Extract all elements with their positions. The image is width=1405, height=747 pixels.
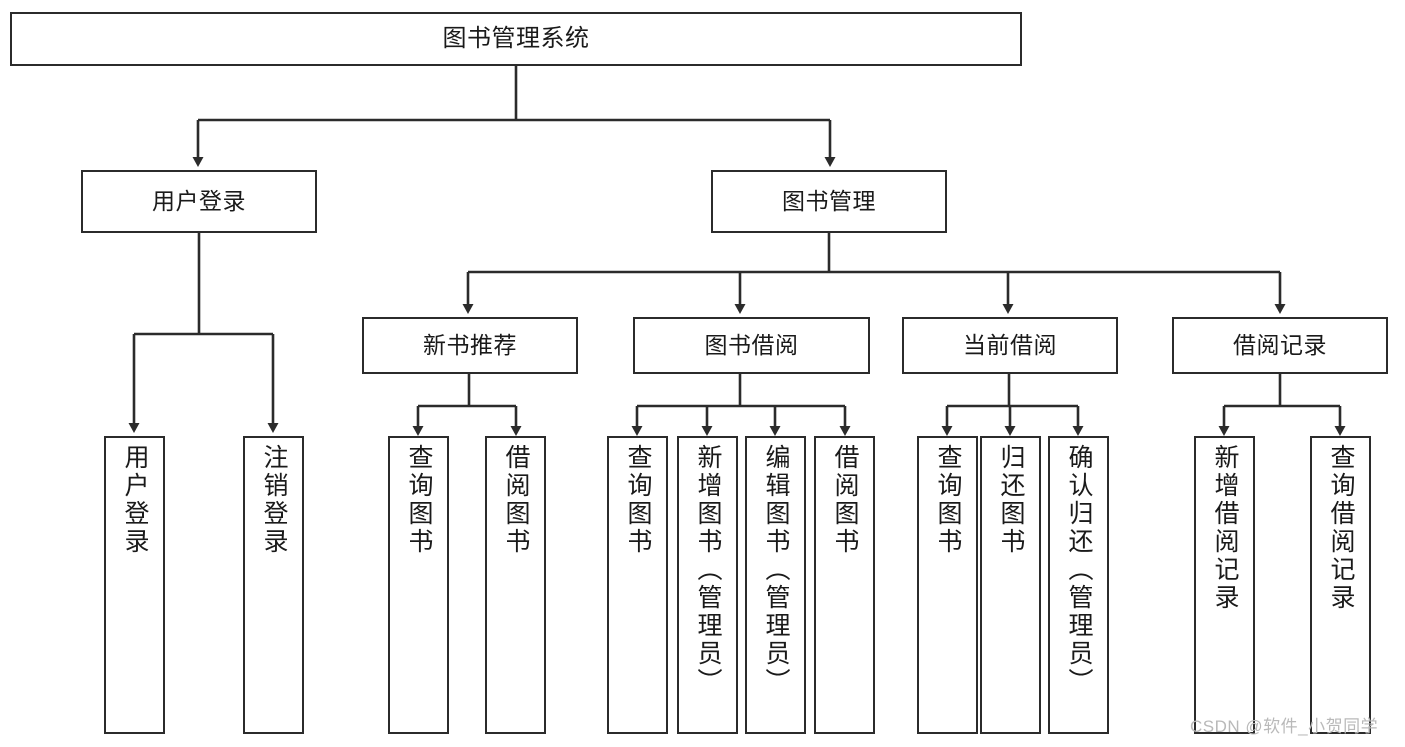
node-book-management[interactable]: 图书管理	[711, 170, 947, 233]
node-book-borrow-label: 图书借阅	[704, 331, 799, 358]
node-leaf-add-borrow-record[interactable]: 新增借阅记录	[1194, 436, 1255, 734]
node-leaf-borrow-book-recommend-label: 借阅图书	[502, 444, 530, 556]
node-root[interactable]: 图书管理系统	[10, 12, 1022, 66]
node-leaf-user-login[interactable]: 用户登录	[104, 436, 165, 734]
node-leaf-borrow-book-label: 借阅图书	[831, 444, 859, 556]
node-leaf-query-book-borrow-label: 查询图书	[624, 444, 652, 556]
node-leaf-query-book-recommend[interactable]: 查询图书	[388, 436, 449, 734]
node-leaf-query-book-current[interactable]: 查询图书	[917, 436, 978, 734]
node-user-login-label: 用户登录	[152, 187, 246, 214]
node-current-borrow[interactable]: 当前借阅	[902, 317, 1118, 374]
node-leaf-query-borrow-record[interactable]: 查询借阅记录	[1310, 436, 1371, 734]
node-leaf-edit-book-admin-label: 编辑图书（管理员）	[762, 444, 790, 696]
node-leaf-logout-label: 注销登录	[260, 444, 288, 556]
node-leaf-return-book[interactable]: 归还图书	[980, 436, 1041, 734]
node-leaf-add-borrow-record-label: 新增借阅记录	[1211, 444, 1239, 612]
node-book-borrow[interactable]: 图书借阅	[633, 317, 870, 374]
node-leaf-add-book-admin[interactable]: 新增图书（管理员）	[677, 436, 738, 734]
node-borrow-record[interactable]: 借阅记录	[1172, 317, 1388, 374]
node-leaf-confirm-return-admin-label: 确认归还（管理员）	[1065, 444, 1093, 696]
node-user-login[interactable]: 用户登录	[81, 170, 317, 233]
node-leaf-query-book-borrow[interactable]: 查询图书	[607, 436, 668, 734]
node-new-book-recommend[interactable]: 新书推荐	[362, 317, 578, 374]
node-leaf-query-book-recommend-label: 查询图书	[405, 444, 433, 556]
node-root-label: 图书管理系统	[442, 24, 590, 52]
node-leaf-query-borrow-record-label: 查询借阅记录	[1327, 444, 1355, 612]
node-leaf-query-book-current-label: 查询图书	[934, 444, 962, 556]
node-leaf-edit-book-admin[interactable]: 编辑图书（管理员）	[745, 436, 806, 734]
node-leaf-borrow-book[interactable]: 借阅图书	[814, 436, 875, 734]
node-current-borrow-label: 当前借阅	[963, 331, 1057, 358]
node-leaf-borrow-book-recommend[interactable]: 借阅图书	[485, 436, 546, 734]
node-new-book-recommend-label: 新书推荐	[423, 331, 517, 358]
watermark-text: CSDN @软件_小贺同学	[1190, 717, 1379, 736]
node-leaf-add-book-admin-label: 新增图书（管理员）	[694, 444, 722, 696]
node-borrow-record-label: 借阅记录	[1233, 331, 1327, 358]
node-leaf-return-book-label: 归还图书	[997, 444, 1025, 556]
node-leaf-confirm-return-admin[interactable]: 确认归还（管理员）	[1048, 436, 1109, 734]
node-book-management-label: 图书管理	[782, 187, 876, 214]
node-leaf-user-login-label: 用户登录	[121, 444, 149, 556]
node-leaf-logout[interactable]: 注销登录	[243, 436, 304, 734]
